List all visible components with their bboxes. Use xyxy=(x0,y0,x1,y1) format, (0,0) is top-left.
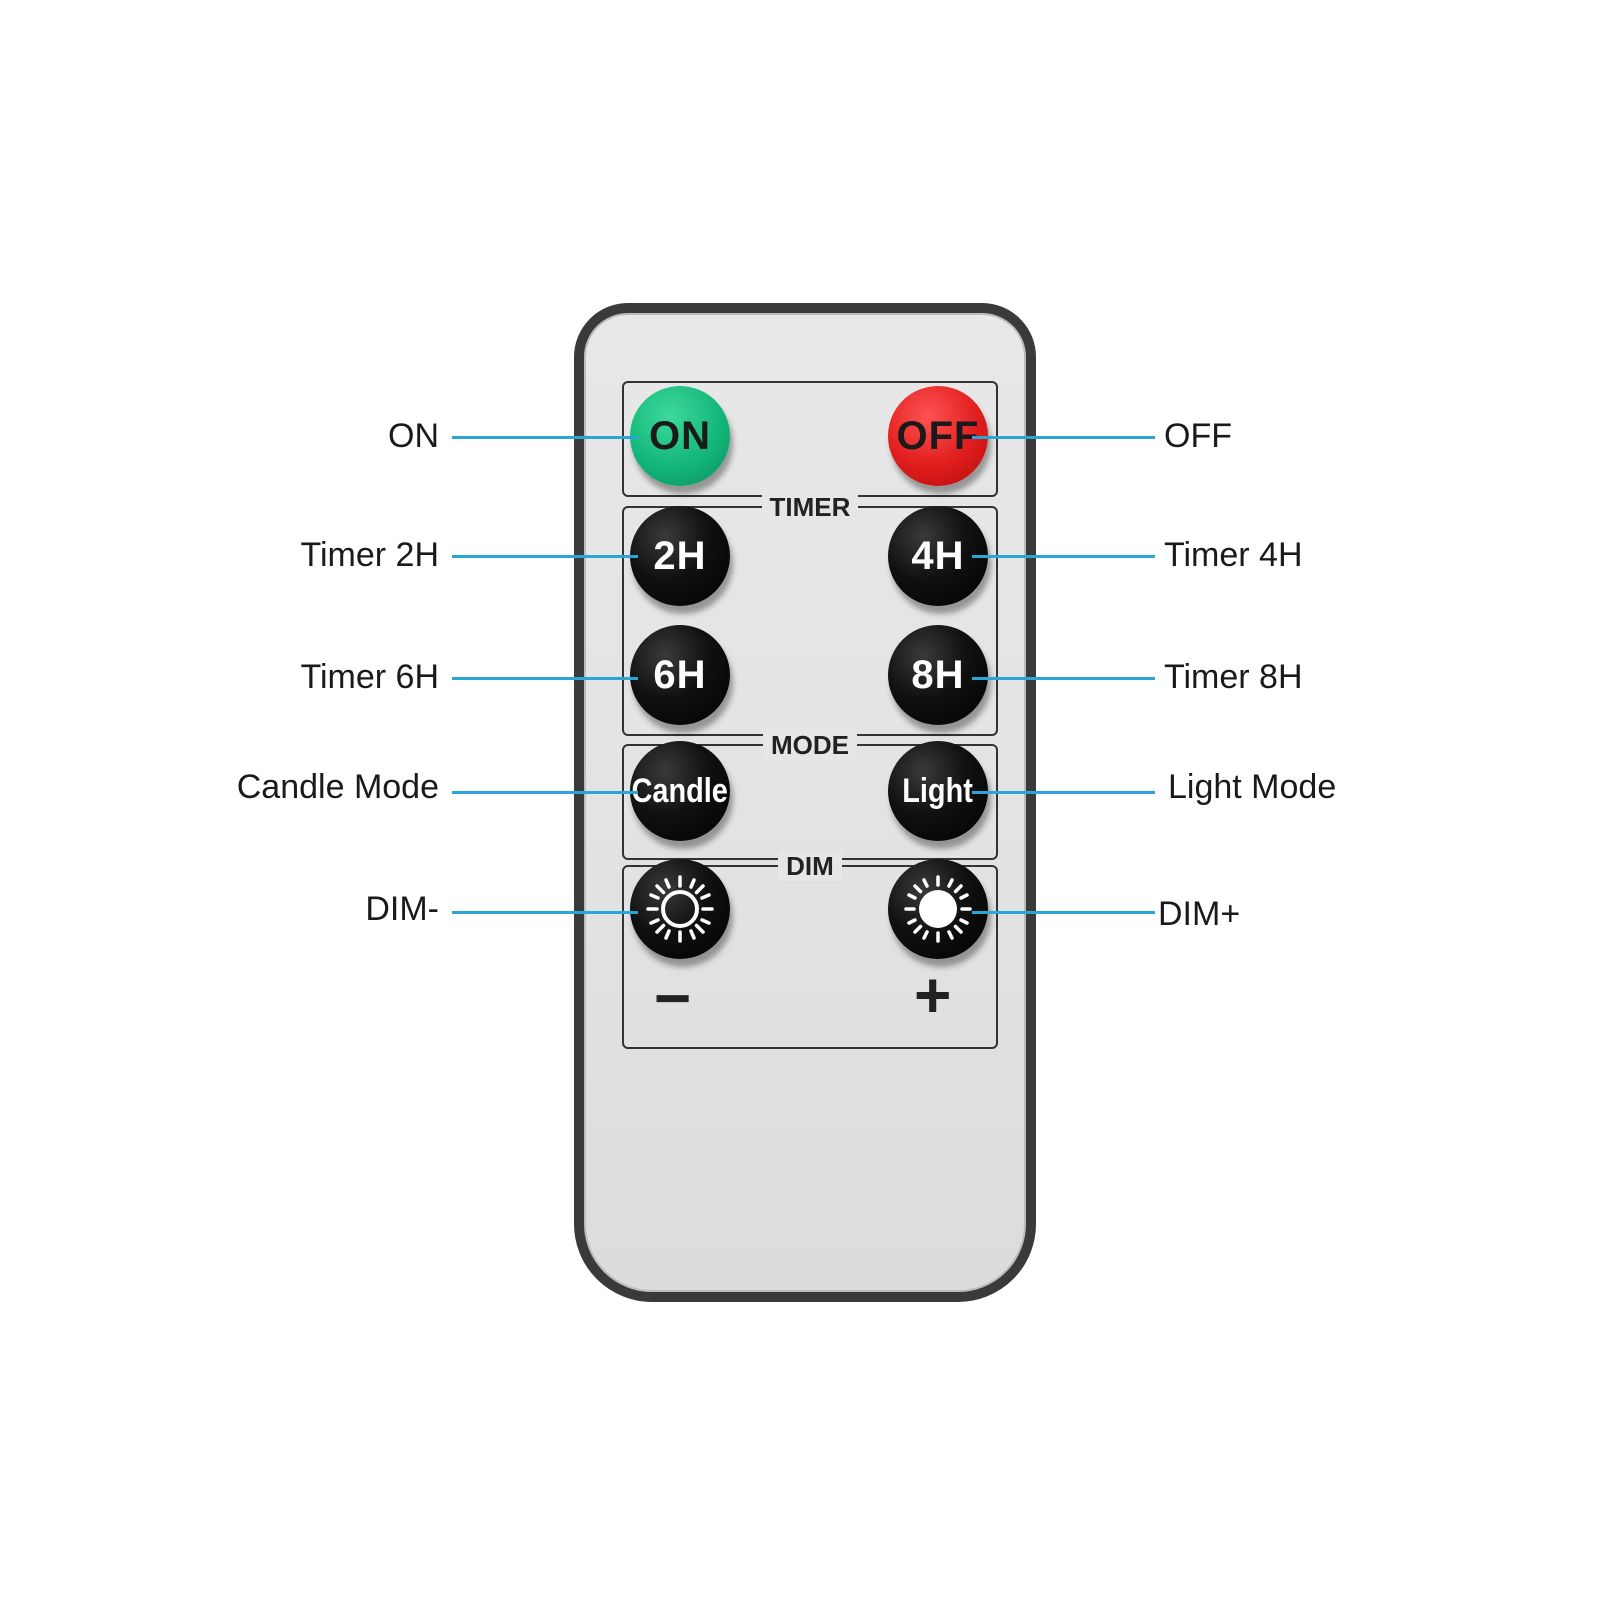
off-button[interactable]: OFF xyxy=(888,386,988,486)
candle-mode-label: Candle xyxy=(631,771,729,810)
callout-line-timer-4h xyxy=(972,555,1155,558)
on-button-label: ON xyxy=(649,413,711,458)
callout-line-light-mode xyxy=(972,791,1155,794)
on-button[interactable]: ON xyxy=(630,386,730,486)
dim-group: DIM xyxy=(622,851,998,1049)
sun-filled-icon xyxy=(904,875,972,943)
dim-minus-symbol: − xyxy=(654,962,692,1034)
remote-body: TIMER MODE DIM ON OFF 2H 4H 6H 8H Candle… xyxy=(574,303,1036,1302)
timer-6h-button[interactable]: 6H xyxy=(630,625,730,725)
callout-line-timer-2h xyxy=(452,555,638,558)
timer-6h-label: 6H xyxy=(653,652,707,697)
callout-line-dim-plus xyxy=(972,911,1155,914)
light-mode-label: Light xyxy=(902,771,974,810)
callout-line-on xyxy=(452,436,638,439)
label-timer-2h: Timer 2H xyxy=(300,536,439,574)
mode-group: MODE xyxy=(622,730,998,860)
timer-2h-button[interactable]: 2H xyxy=(630,506,730,606)
label-light-mode: Light Mode xyxy=(1168,768,1337,806)
sun-outline-icon xyxy=(646,875,714,943)
callout-line-off xyxy=(972,436,1155,439)
label-candle-mode: Candle Mode xyxy=(236,768,439,806)
off-button-label: OFF xyxy=(896,413,980,458)
dim-minus-button[interactable] xyxy=(630,859,730,959)
mode-group-title: MODE xyxy=(763,730,857,760)
label-on: ON xyxy=(388,417,439,455)
label-dim-plus: DIM+ xyxy=(1158,895,1241,933)
light-mode-button[interactable]: Light xyxy=(888,741,988,841)
label-timer-6h: Timer 6H xyxy=(300,658,439,696)
label-timer-4h: Timer 4H xyxy=(1164,536,1303,574)
timer-8h-button[interactable]: 8H xyxy=(888,625,988,725)
callout-line-timer-8h xyxy=(972,677,1155,680)
timer-4h-label: 4H xyxy=(911,533,965,578)
dim-plus-symbol: + xyxy=(914,959,952,1031)
callout-line-candle-mode xyxy=(452,791,638,794)
callout-line-dim-minus xyxy=(452,911,638,914)
callout-line-timer-6h xyxy=(452,677,638,680)
label-dim-minus: DIM- xyxy=(365,890,439,928)
timer-4h-button[interactable]: 4H xyxy=(888,506,988,606)
timer-8h-label: 8H xyxy=(911,652,965,697)
candle-mode-button[interactable]: Candle xyxy=(630,741,730,841)
timer-group-title: TIMER xyxy=(761,492,859,522)
timer-2h-label: 2H xyxy=(653,533,707,578)
label-timer-8h: Timer 8H xyxy=(1164,658,1303,696)
dim-plus-button[interactable] xyxy=(888,859,988,959)
dim-group-title: DIM xyxy=(778,851,842,881)
label-off: OFF xyxy=(1164,417,1232,455)
